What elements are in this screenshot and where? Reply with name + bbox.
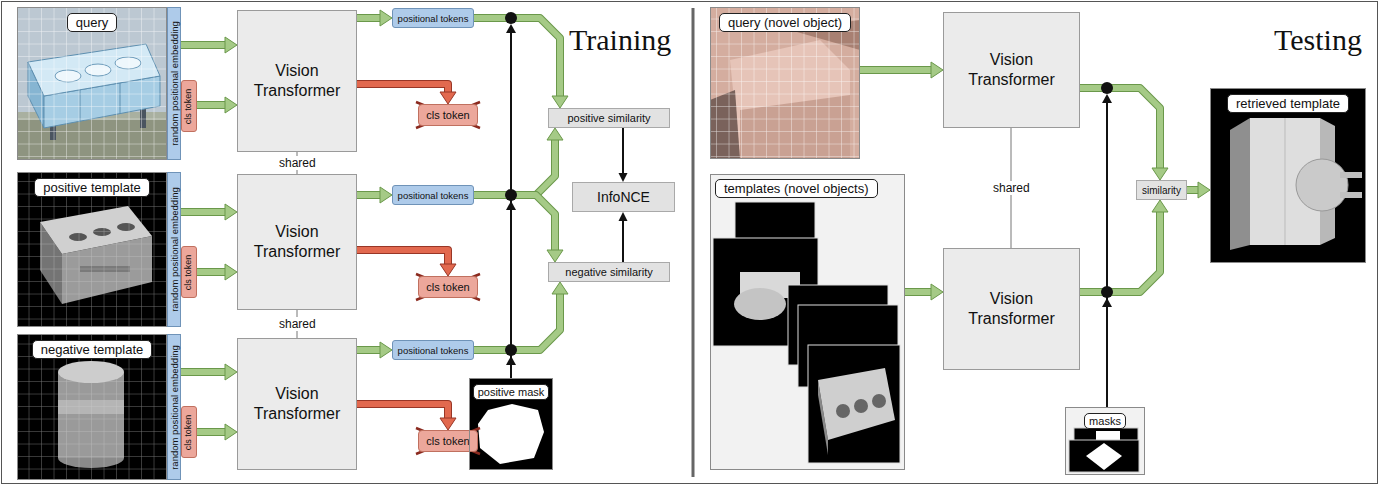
image-panel: positive template — [17, 172, 167, 327]
token-box: positional tokens — [392, 340, 474, 360]
token-box: cls token — [181, 246, 197, 298]
image-panel: retrieved template — [1210, 88, 1366, 263]
block-label: Vision Transformer — [244, 222, 350, 262]
panel-label: negative template — [32, 340, 153, 359]
panel-label: query — [67, 13, 118, 32]
connector-arrow — [1080, 88, 1168, 180]
connector-arrow — [474, 18, 568, 108]
shared-note: shared — [277, 317, 318, 331]
connector-arrow — [181, 364, 237, 380]
panel-title: Testing — [1274, 23, 1362, 57]
connector-arrow — [905, 284, 943, 300]
block-label: cls token — [184, 88, 195, 124]
connector-arrow — [197, 424, 237, 440]
shared-note: shared — [991, 181, 1032, 195]
block-label: positional tokens — [398, 13, 469, 24]
connector-arrow — [474, 128, 563, 195]
connector-arrow — [619, 212, 628, 262]
block-label: Vision Transformer — [244, 384, 350, 424]
similarity-box: similarity — [1136, 180, 1187, 200]
image-panel: positive mask — [469, 378, 553, 470]
token-box: cls token — [181, 80, 197, 132]
block-label: positive similarity — [567, 112, 650, 124]
connector-arrow — [474, 282, 568, 350]
token-box: cls token — [181, 406, 197, 458]
block-label: cls token — [426, 281, 469, 293]
transformer-block: Vision Transformer — [237, 10, 357, 152]
connector-arrow — [181, 37, 237, 53]
discarded-token: cls token — [418, 276, 478, 298]
image-panel: query (novel object) — [710, 7, 860, 159]
connector-arrow — [357, 84, 456, 104]
similarity-box: positive similarity — [548, 108, 670, 128]
similarity-box: negative similarity — [548, 262, 670, 282]
transformer-block: Vision Transformer — [237, 174, 357, 310]
panel-label: masks — [1084, 413, 1126, 429]
connector-arrow — [357, 342, 392, 358]
image-panel: templates (novel objects) — [710, 174, 905, 470]
connector-arrow — [357, 187, 392, 203]
panel-title: Training — [569, 23, 671, 57]
transformer-block: Vision Transformer — [943, 12, 1080, 128]
connector-arrow — [474, 195, 563, 262]
block-label: cls token — [426, 109, 469, 121]
block-label: similarity — [1142, 185, 1181, 196]
image-panel: masks — [1065, 407, 1145, 475]
block-label: negative similarity — [565, 266, 652, 278]
connector-arrow — [1187, 182, 1210, 198]
embedding-bar: random positional embedding — [167, 172, 181, 327]
loss-box: InfoNCE — [572, 182, 675, 212]
block-label: random positional embedding — [169, 345, 180, 470]
connector-arrow — [357, 250, 456, 276]
panel-label: retrieved template — [1227, 94, 1349, 113]
block-label: Vision Transformer — [950, 289, 1073, 329]
block-label: Vision Transformer — [244, 61, 350, 101]
transformer-block: Vision Transformer — [943, 248, 1080, 370]
panel-label: positive mask — [473, 384, 550, 400]
block-label: positional tokens — [398, 190, 469, 201]
token-box: positional tokens — [392, 8, 474, 28]
transformer-block: Vision Transformer — [237, 338, 357, 470]
discarded-token: cls token — [418, 104, 478, 126]
panel-label: templates (novel objects) — [715, 179, 878, 198]
connector-arrow — [357, 10, 392, 26]
connector-arrow — [197, 97, 237, 113]
connector-arrow — [357, 404, 456, 430]
connector-arrow — [860, 62, 943, 78]
block-label: random positional embedding — [169, 187, 180, 312]
panel-label: positive template — [34, 178, 150, 197]
block-label: random positional embedding — [169, 21, 180, 146]
shared-note: shared — [277, 156, 318, 170]
connector-arrow — [181, 204, 237, 220]
block-label: Vision Transformer — [950, 50, 1073, 90]
image-panel: query — [17, 7, 167, 160]
panel-label: query (novel object) — [719, 13, 851, 32]
embedding-bar: random positional embedding — [167, 334, 181, 480]
block-label: cls token — [426, 435, 469, 447]
connector-arrow — [619, 128, 628, 182]
connector-arrow — [197, 264, 237, 280]
block-label: cls token — [184, 414, 195, 450]
embedding-bar: random positional embedding — [167, 7, 181, 160]
image-panel: negative template — [17, 334, 167, 480]
token-box: positional tokens — [392, 185, 474, 205]
block-label: positional tokens — [398, 345, 469, 356]
block-label: cls token — [184, 254, 195, 290]
block-label: InfoNCE — [597, 189, 650, 205]
connector-arrow — [1080, 200, 1168, 292]
